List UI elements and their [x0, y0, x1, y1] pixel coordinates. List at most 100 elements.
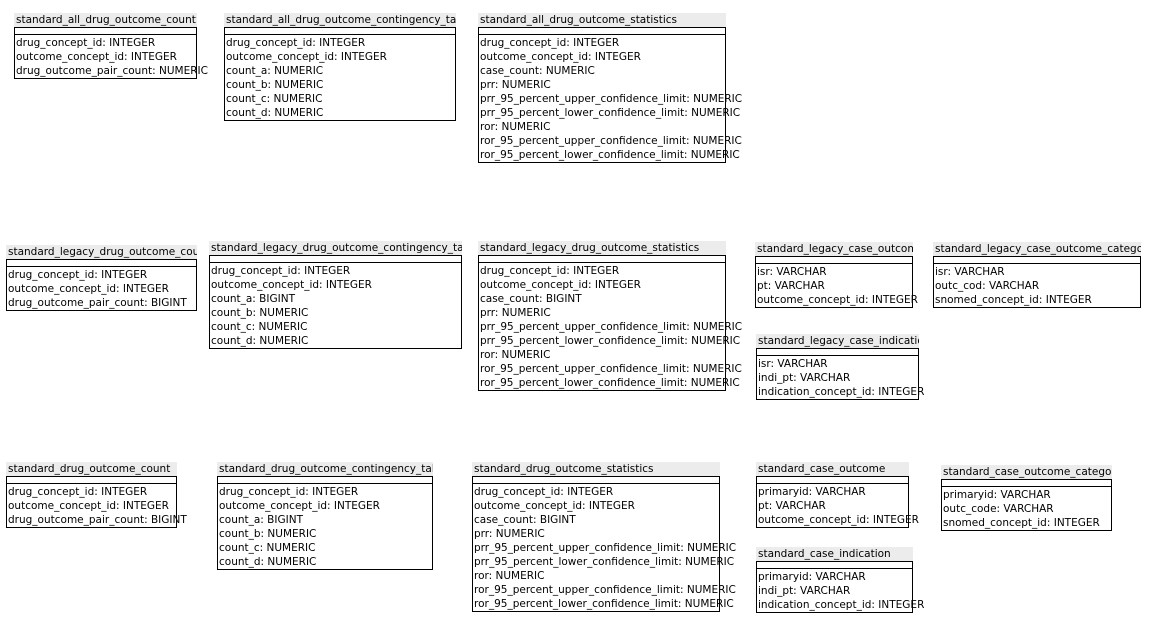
entity-column: case_count: BIGINT — [480, 293, 582, 305]
entity-column: outc_code: VARCHAR — [943, 503, 1054, 515]
entity-column-list: isr: VARCHAR outc_cod: VARCHAR snomed_conc… — [934, 264, 1140, 307]
entity-column: drug_outcome_pair_count: BIGINT — [8, 514, 187, 526]
entity-column: outcome_concept_id: INTEGER — [226, 51, 387, 63]
entity-standard-all-drug-outcome-contingency-table[interactable]: standard_all_drug_outcome_contingency_ta… — [224, 13, 456, 121]
entity-header-separator — [7, 260, 196, 267]
entity-column: snomed_concept_id: INTEGER — [943, 517, 1100, 529]
entity-column: drug_concept_id: INTEGER — [480, 37, 620, 49]
entity-body: drug_concept_id: INTEGER outcome_concept_… — [209, 255, 462, 349]
entity-column: ror_95_percent_lower_confidence_limit: N… — [474, 598, 734, 610]
entity-body: drug_concept_id: INTEGER outcome_concept_… — [14, 27, 208, 79]
entity-column: outcome_concept_id: INTEGER — [474, 500, 635, 512]
entity-column: pt: VARCHAR — [757, 280, 825, 292]
entity-body: primaryid: VARCHAR outc_code: VARCHAR snom… — [941, 479, 1112, 531]
entity-column: prr: NUMERIC — [474, 528, 545, 540]
entity-column: case_count: BIGINT — [474, 514, 576, 526]
entity-column: drug_concept_id: INTEGER — [226, 37, 366, 49]
entity-column: prr_95_percent_upper_confidence_limit: N… — [474, 542, 737, 554]
entity-column-list: drug_concept_id: INTEGER outcome_concept_… — [479, 263, 743, 390]
entity-column: primaryid: VARCHAR — [758, 571, 866, 583]
entity-title: standard_legacy_case_indication — [756, 334, 919, 348]
entity-column: drug_concept_id: INTEGER — [16, 37, 156, 49]
entity-column: prr_95_percent_lower_confidence_limit: N… — [480, 335, 741, 347]
entity-title: standard_drug_outcome_contingency_table — [217, 462, 433, 476]
entity-column: drug_concept_id: INTEGER — [474, 486, 614, 498]
entity-column: count_b: NUMERIC — [211, 307, 309, 319]
entity-title: standard_all_drug_outcome_statistics — [478, 13, 726, 27]
entity-column: ror_95_percent_upper_confidence_limit: N… — [480, 135, 742, 147]
entity-header-separator — [757, 562, 912, 569]
entity-column: outcome_concept_id: INTEGER — [211, 279, 372, 291]
entity-column: indi_pt: VARCHAR — [758, 585, 851, 597]
entity-column: outcome_concept_id: INTEGER — [757, 294, 918, 306]
entity-column: prr_95_percent_lower_confidence_limit: N… — [474, 556, 735, 568]
entity-header-separator — [757, 477, 908, 484]
entity-body: isr: VARCHAR outc_cod: VARCHAR snomed_conc… — [933, 256, 1141, 308]
entity-column: ror_95_percent_upper_confidence_limit: N… — [480, 363, 742, 375]
entity-column-list: drug_concept_id: INTEGER outcome_concept_… — [210, 263, 461, 348]
entity-column: outc_cod: VARCHAR — [935, 280, 1040, 292]
entity-column: isr: VARCHAR — [935, 266, 1005, 278]
entity-title: standard_all_drug_outcome_contingency_ta… — [224, 13, 456, 27]
entity-column: count_d: NUMERIC — [226, 107, 324, 119]
entity-column: prr_95_percent_upper_confidence_limit: N… — [480, 321, 743, 333]
entity-column: drug_outcome_pair_count: NUMERIC — [16, 65, 208, 77]
entity-header-separator — [934, 257, 1140, 264]
entity-column: drug_concept_id: INTEGER — [480, 265, 620, 277]
entity-column: drug_outcome_pair_count: BIGINT — [8, 297, 187, 309]
entity-column: snomed_concept_id: INTEGER — [935, 294, 1092, 306]
entity-header-separator — [479, 28, 725, 35]
entity-column: outcome_concept_id: INTEGER — [758, 514, 919, 526]
entity-column: prr_95_percent_upper_confidence_limit: N… — [480, 93, 743, 105]
entity-column: ror_95_percent_upper_confidence_limit: N… — [474, 584, 736, 596]
entity-title: standard_legacy_drug_outcome_statistics — [478, 241, 726, 255]
entity-standard-legacy-case-indication[interactable]: standard_legacy_case_indication isr: VARC… — [756, 334, 924, 400]
entity-column: count_c: NUMERIC — [211, 321, 308, 333]
entity-title: standard_legacy_case_outcome_category — [933, 242, 1141, 256]
entity-column: ror: NUMERIC — [480, 121, 551, 133]
entity-column: ror: NUMERIC — [474, 570, 545, 582]
entity-title: standard_drug_outcome_count — [6, 462, 177, 476]
entity-column: prr: NUMERIC — [480, 79, 551, 91]
entity-column: pt: VARCHAR — [758, 500, 826, 512]
entity-column: indi_pt: VARCHAR — [758, 372, 851, 384]
entity-column: prr_95_percent_lower_confidence_limit: N… — [480, 107, 741, 119]
entity-column: case_count: NUMERIC — [480, 65, 595, 77]
entity-header-separator — [15, 28, 196, 35]
entity-column: outcome_concept_id: INTEGER — [8, 283, 169, 295]
entity-column: primaryid: VARCHAR — [943, 489, 1051, 501]
entity-standard-legacy-drug-outcome-contingency-table[interactable]: standard_legacy_drug_outcome_contingency… — [209, 241, 462, 349]
entity-title: standard_legacy_drug_outcome_contingency… — [209, 241, 462, 255]
entity-column: drug_concept_id: INTEGER — [211, 265, 351, 277]
entity-column: count_b: NUMERIC — [226, 79, 324, 91]
entity-column: outcome_concept_id: INTEGER — [480, 279, 641, 291]
entity-column: indication_concept_id: INTEGER — [758, 599, 925, 611]
entity-column: outcome_concept_id: INTEGER — [16, 51, 177, 63]
entity-body: primaryid: VARCHAR indi_pt: VARCHAR indica… — [756, 561, 925, 613]
entity-column-list: drug_concept_id: INTEGER outcome_concept_… — [225, 35, 455, 120]
entity-standard-drug-outcome-count[interactable]: standard_drug_outcome_count drug_concept_… — [6, 462, 187, 528]
entity-header-separator — [757, 349, 918, 356]
entity-body: drug_concept_id: INTEGER outcome_concept_… — [472, 476, 737, 612]
entity-column: count_c: NUMERIC — [219, 542, 316, 554]
